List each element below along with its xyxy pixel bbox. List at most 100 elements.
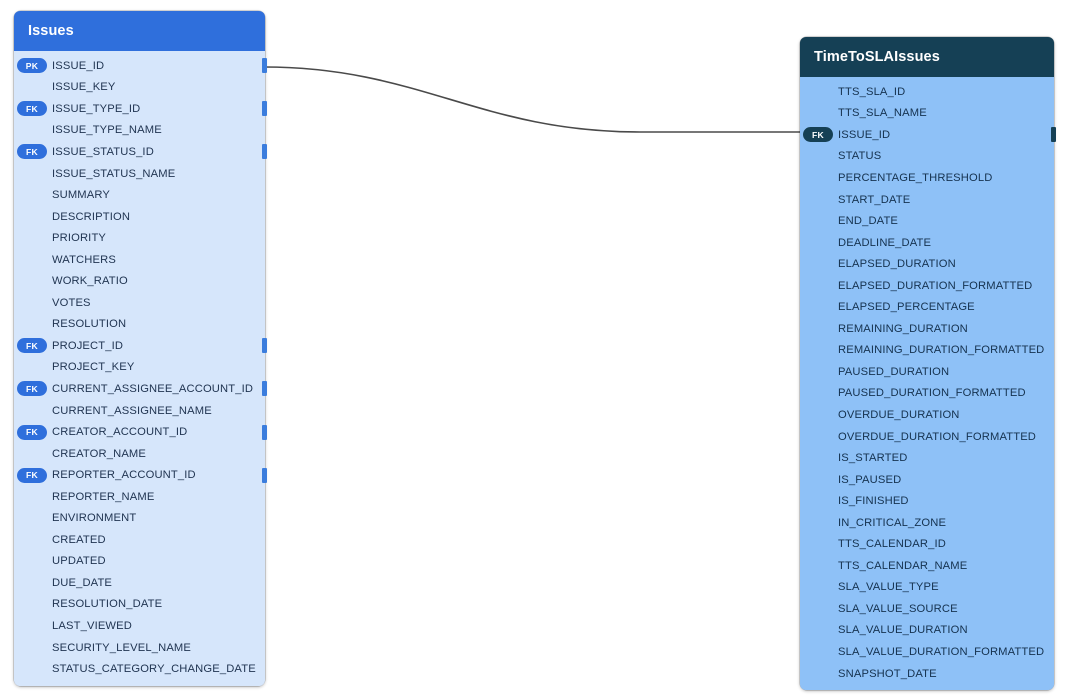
connector-stub-icon[interactable] xyxy=(1051,127,1056,143)
attribute-row-overdue-duration-formatted[interactable]: OVERDUE_DURATION_FORMATTED xyxy=(800,426,1054,448)
attribute-name: PRIORITY xyxy=(52,232,107,245)
attribute-name: IS_STARTED xyxy=(838,452,908,465)
attribute-name: CREATED xyxy=(52,533,106,546)
attribute-row-issue-type-name[interactable]: ISSUE_TYPE_NAME xyxy=(14,120,265,142)
attribute-row-due-date[interactable]: DUE_DATE xyxy=(14,572,265,594)
attribute-name: CURRENT_ASSIGNEE_ACCOUNT_ID xyxy=(52,382,254,395)
fk-badge: FK xyxy=(17,467,47,483)
attribute-row-snapshot-date[interactable]: SNAPSHOT_DATE xyxy=(800,663,1054,685)
attribute-row-end-date[interactable]: END_DATE xyxy=(800,210,1054,232)
attribute-row-is-finished[interactable]: IS_FINISHED xyxy=(800,490,1054,512)
attribute-row-issue-key[interactable]: ISSUE_KEY xyxy=(14,77,265,99)
attribute-row-project-key[interactable]: PROJECT_KEY xyxy=(14,357,265,379)
attribute-name: SLA_VALUE_DURATION xyxy=(838,624,968,637)
connector-stub-icon[interactable] xyxy=(262,144,267,160)
entity-issues-attribute-list: PK ISSUE_ID ISSUE_KEY FK ISSUE_TYPE_ID I… xyxy=(14,51,267,686)
attribute-row-project-id[interactable]: FK PROJECT_ID xyxy=(14,335,267,357)
connector-stub-icon[interactable] xyxy=(262,101,267,117)
fk-badge: FK xyxy=(17,424,47,440)
attribute-row-current-assignee-name[interactable]: CURRENT_ASSIGNEE_NAME xyxy=(14,400,265,422)
attribute-row-creator-account-id[interactable]: FK CREATOR_ACCOUNT_ID xyxy=(14,421,267,443)
attribute-row-work-ratio[interactable]: WORK_RATIO xyxy=(14,270,265,292)
attribute-row-remaining-duration[interactable]: REMAINING_DURATION xyxy=(800,318,1054,340)
attribute-row-issue-status-name[interactable]: ISSUE_STATUS_NAME xyxy=(14,163,265,185)
attribute-row-issue-id[interactable]: FK ISSUE_ID xyxy=(800,124,1056,146)
attribute-row-issue-type-id[interactable]: FK ISSUE_TYPE_ID xyxy=(14,98,267,120)
entity-issues-header[interactable]: Issues xyxy=(14,11,265,51)
attribute-name: TTS_CALENDAR_NAME xyxy=(838,559,968,572)
attribute-row-elapsed-duration-formatted[interactable]: ELAPSED_DURATION_FORMATTED xyxy=(800,275,1054,297)
attribute-name: PROJECT_KEY xyxy=(52,361,135,374)
attribute-row-elapsed-duration[interactable]: ELAPSED_DURATION xyxy=(800,253,1054,275)
attribute-row-deadline-date[interactable]: DEADLINE_DATE xyxy=(800,232,1054,254)
attribute-name: ISSUE_ID xyxy=(838,128,891,141)
attribute-row-sla-value-type[interactable]: SLA_VALUE_TYPE xyxy=(800,577,1054,599)
attribute-row-sla-value-source[interactable]: SLA_VALUE_SOURCE xyxy=(800,598,1054,620)
attribute-row-security-level-name[interactable]: SECURITY_LEVEL_NAME xyxy=(14,637,265,659)
attribute-row-last-viewed[interactable]: LAST_VIEWED xyxy=(14,615,265,637)
attribute-row-paused-duration[interactable]: PAUSED_DURATION xyxy=(800,361,1054,383)
attribute-name: SUMMARY xyxy=(52,189,111,202)
attribute-name: ELAPSED_DURATION_FORMATTED xyxy=(838,279,1033,292)
attribute-name: ISSUE_TYPE_NAME xyxy=(52,124,162,137)
relationship-line-issues-to-sla[interactable] xyxy=(263,66,800,133)
attribute-name: LAST_VIEWED xyxy=(52,619,132,632)
attribute-name: IS_FINISHED xyxy=(838,495,909,508)
attribute-row-overdue-duration[interactable]: OVERDUE_DURATION xyxy=(800,404,1054,426)
connector-stub-icon[interactable] xyxy=(262,467,267,483)
attribute-row-elapsed-percentage[interactable]: ELAPSED_PERCENTAGE xyxy=(800,296,1054,318)
attribute-name: TTS_SLA_NAME xyxy=(838,107,927,120)
attribute-row-sla-value-duration-formatted[interactable]: SLA_VALUE_DURATION_FORMATTED xyxy=(800,641,1054,663)
attribute-name: SECURITY_LEVEL_NAME xyxy=(52,641,192,654)
entity-issues[interactable]: Issues PK ISSUE_ID ISSUE_KEY FK ISSUE_TY… xyxy=(14,11,267,686)
attribute-row-issue-status-id[interactable]: FK ISSUE_STATUS_ID xyxy=(14,141,267,163)
entity-time-to-sla-issues[interactable]: TimeToSLAIssues TTS_SLA_ID TTS_SLA_NAME … xyxy=(800,37,1056,691)
connector-stub-icon[interactable] xyxy=(262,58,267,74)
attribute-name: REMAINING_DURATION xyxy=(838,322,968,335)
attribute-row-sla-value-duration[interactable]: SLA_VALUE_DURATION xyxy=(800,620,1054,642)
attribute-row-paused-duration-formatted[interactable]: PAUSED_DURATION_FORMATTED xyxy=(800,383,1054,405)
attribute-row-summary[interactable]: SUMMARY xyxy=(14,184,265,206)
connector-stub-icon[interactable] xyxy=(262,381,267,397)
attribute-row-tts-calendar-name[interactable]: TTS_CALENDAR_NAME xyxy=(800,555,1054,577)
attribute-name: TTS_CALENDAR_ID xyxy=(838,538,946,551)
attribute-name: ENVIRONMENT xyxy=(52,512,137,525)
attribute-row-status-category-change-date[interactable]: STATUS_CATEGORY_CHANGE_DATE xyxy=(14,658,265,680)
attribute-row-created[interactable]: CREATED xyxy=(14,529,265,551)
attribute-row-tts-sla-id[interactable]: TTS_SLA_ID xyxy=(800,81,1054,103)
attribute-name: SNAPSHOT_DATE xyxy=(838,667,937,680)
attribute-name: CREATOR_ACCOUNT_ID xyxy=(52,426,188,439)
attribute-row-tts-sla-name[interactable]: TTS_SLA_NAME xyxy=(800,103,1054,125)
attribute-row-environment[interactable]: ENVIRONMENT xyxy=(14,507,265,529)
attribute-name: UPDATED xyxy=(52,555,106,568)
attribute-name: DESCRIPTION xyxy=(52,210,131,223)
attribute-row-start-date[interactable]: START_DATE xyxy=(800,189,1054,211)
attribute-row-in-critical-zone[interactable]: IN_CRITICAL_ZONE xyxy=(800,512,1054,534)
entity-time-to-sla-issues-header[interactable]: TimeToSLAIssues xyxy=(800,37,1054,77)
attribute-row-remaining-duration-formatted[interactable]: REMAINING_DURATION_FORMATTED xyxy=(800,340,1054,362)
attribute-row-status[interactable]: STATUS xyxy=(800,146,1054,168)
attribute-row-tts-calendar-id[interactable]: TTS_CALENDAR_ID xyxy=(800,533,1054,555)
attribute-row-is-started[interactable]: IS_STARTED xyxy=(800,447,1054,469)
attribute-name: PERCENTAGE_THRESHOLD xyxy=(838,171,993,184)
attribute-row-votes[interactable]: VOTES xyxy=(14,292,265,314)
attribute-row-description[interactable]: DESCRIPTION xyxy=(14,206,265,228)
attribute-row-is-paused[interactable]: IS_PAUSED xyxy=(800,469,1054,491)
attribute-row-reporter-account-id[interactable]: FK REPORTER_ACCOUNT_ID xyxy=(14,464,267,486)
attribute-row-issue-id[interactable]: PK ISSUE_ID xyxy=(14,55,267,77)
attribute-row-percentage-threshold[interactable]: PERCENTAGE_THRESHOLD xyxy=(800,167,1054,189)
attribute-row-resolution[interactable]: RESOLUTION xyxy=(14,314,265,336)
attribute-row-updated[interactable]: UPDATED xyxy=(14,551,265,573)
attribute-name: RESOLUTION xyxy=(52,318,127,331)
attribute-row-reporter-name[interactable]: REPORTER_NAME xyxy=(14,486,265,508)
attribute-name: PROJECT_ID xyxy=(52,339,124,352)
attribute-name: REPORTER_NAME xyxy=(52,490,155,503)
attribute-row-creator-name[interactable]: CREATOR_NAME xyxy=(14,443,265,465)
connector-stub-icon[interactable] xyxy=(262,424,267,440)
attribute-row-priority[interactable]: PRIORITY xyxy=(14,227,265,249)
attribute-row-resolution-date[interactable]: RESOLUTION_DATE xyxy=(14,594,265,616)
attribute-name: END_DATE xyxy=(838,215,899,228)
attribute-row-watchers[interactable]: WATCHERS xyxy=(14,249,265,271)
connector-stub-icon[interactable] xyxy=(262,338,267,354)
attribute-row-current-assignee-account-id[interactable]: FK CURRENT_ASSIGNEE_ACCOUNT_ID xyxy=(14,378,267,400)
